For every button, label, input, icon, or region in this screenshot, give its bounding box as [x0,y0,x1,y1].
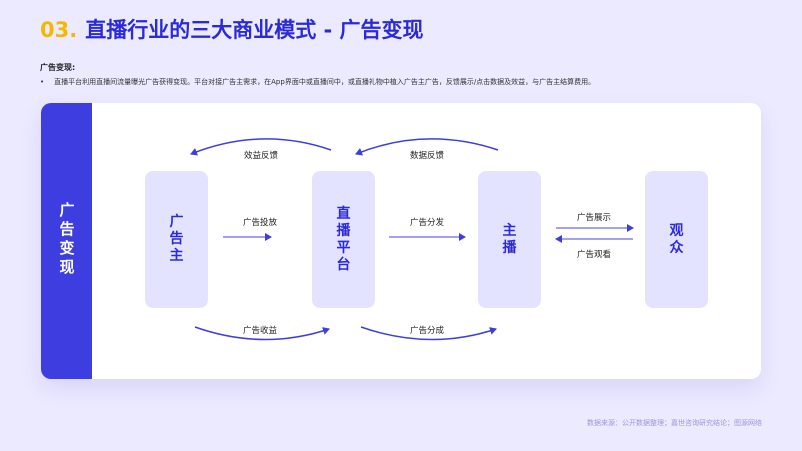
label-ad-split: 广告分成 [409,326,445,336]
page-title: 03. 直播行业的三大商业模式 - 广告变现 [40,14,424,44]
node-live-platform: 直播平台 [312,171,375,308]
arc-ad-income [194,326,330,341]
arc-benefit-feedback [190,138,332,156]
bullet-dot: • [40,78,45,86]
section-number: 03. [40,18,78,42]
node-advertiser: 广告主 [145,171,208,308]
label-ad-distribution: 广告分发 [409,218,445,228]
side-label: 广告变现 [59,201,75,276]
label-benefit-feedback: 效益反馈 [243,151,279,161]
intro-heading: 广告变现: [40,63,76,72]
node-label-advertiser: 广告主 [169,214,184,264]
node-streamer: 主播 [478,171,541,308]
label-ad-viewing: 广告观看 [576,250,612,260]
node-label-streamer: 主播 [502,222,517,256]
bullet-text: 直播平台利用直播间流量曝光广告获得变现。平台对接广告主需求，在App界面中或直播… [54,78,596,86]
side-panel: 广告变现 [41,103,92,379]
node-label-audience: 观众 [669,222,684,256]
label-ad-display: 广告展示 [576,213,612,223]
node-audience: 观众 [645,171,708,308]
arc-ad-split [360,326,497,341]
arc-data-feedback [355,138,499,156]
label-data-feedback: 数据反馈 [409,151,445,161]
node-label-live-platform: 直播平台 [336,205,351,273]
source-note: 数据来源：公开数据整理；嘉世咨询研究结论；图源网络 [587,419,762,427]
title-text: 直播行业的三大商业模式 - 广告变现 [85,18,424,42]
label-ad-delivery: 广告投放 [242,218,278,228]
intro-bullet: • 直播平台利用直播间流量曝光广告获得变现。平台对接广告主需求，在App界面中或直… [40,77,595,87]
diagram-card: 广告变现 效益反馈 数据反馈 广告投放 广告分发 广告展示 广告观看 广告收益 … [41,103,761,379]
label-ad-income: 广告收益 [242,326,278,336]
flow-arrows [190,138,634,341]
